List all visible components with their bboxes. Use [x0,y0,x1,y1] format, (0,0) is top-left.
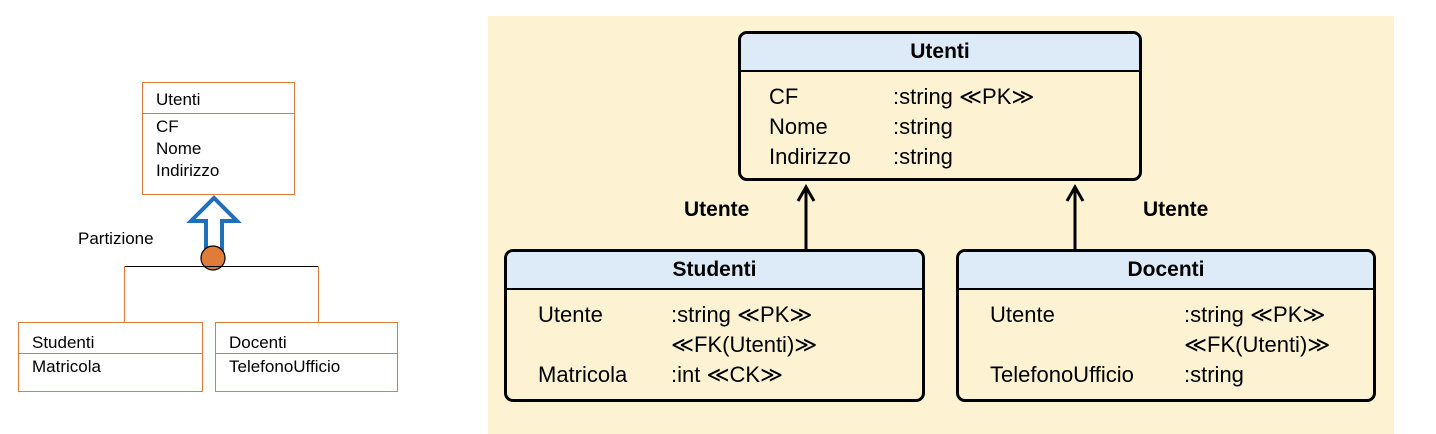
entity-studenti-title: Studenti [32,333,95,352]
role-label-right: Utente [1143,198,1209,221]
table-studenti-title: Studenti [507,252,922,290]
studenti-row-utente-type: :string ≪PK≫ [671,302,813,327]
studenti-row-matricola-type: :int ≪CK≫ [671,362,784,387]
generalization-arrow [186,195,242,253]
docenti-row-fk-type: ≪FK(Utenti)≫ [1184,332,1331,357]
attr-indirizzo: Indirizzo [156,161,220,180]
utenti-row-nome-type: :string [893,114,953,139]
table-docenti-title: Docenti [959,252,1373,290]
docenti-row-telefono-name: TelefonoUfficio [990,362,1134,387]
docenti-row-utente-name: Utente [990,302,1055,327]
utenti-row-indirizzo-type: :string [893,144,953,169]
entity-docenti-title: Docenti [229,333,287,352]
entity-utenti: Utenti CF Nome Indirizzo [142,82,295,195]
studenti-row-utente-name: Utente [538,302,603,327]
branch-right [318,266,319,322]
attr-nome: Nome [156,139,202,158]
entity-studenti-divider [19,353,202,354]
partition-label: Partizione [78,229,154,248]
generalization-line [124,266,319,267]
entity-docenti-divider [216,353,397,354]
studenti-row-fk-type: ≪FK(Utenti)≫ [671,332,818,357]
logical-diagram: Utenti CF :string ≪PK≫ Nome :string Indi… [488,16,1394,434]
partition-dot-icon [200,245,226,271]
attr-matricola: Matricola [32,357,101,376]
entity-docenti: Docenti TelefonoUfficio [215,322,398,392]
attr-telefonoufficio: TelefonoUfficio [229,357,341,376]
utenti-row-cf-type: :string ≪PK≫ [893,84,1035,109]
table-docenti: Docenti Utente :string ≪PK≫ ≪FK(Utenti)≫… [956,249,1376,402]
attr-cf: CF [156,117,179,136]
table-studenti: Studenti Utente :string ≪PK≫ ≪FK(Utenti)… [504,249,925,402]
entity-utenti-divider [143,113,294,114]
docenti-row-utente-type: :string ≪PK≫ [1184,302,1326,327]
table-utenti-title: Utenti [741,34,1139,72]
entity-studenti: Studenti Matricola [18,322,203,392]
docenti-row-telefono-type: :string [1184,362,1244,387]
branch-left [124,266,125,322]
entity-utenti-title: Utenti [156,90,201,109]
table-utenti: Utenti CF :string ≪PK≫ Nome :string Indi… [738,31,1142,181]
studenti-row-matricola-name: Matricola [538,362,628,387]
utenti-row-cf-name: CF [769,84,799,109]
connector-arrows [796,183,1085,249]
utenti-row-indirizzo-name: Indirizzo [769,144,851,169]
role-label-left: Utente [684,198,750,221]
utenti-row-nome-name: Nome [769,114,828,139]
